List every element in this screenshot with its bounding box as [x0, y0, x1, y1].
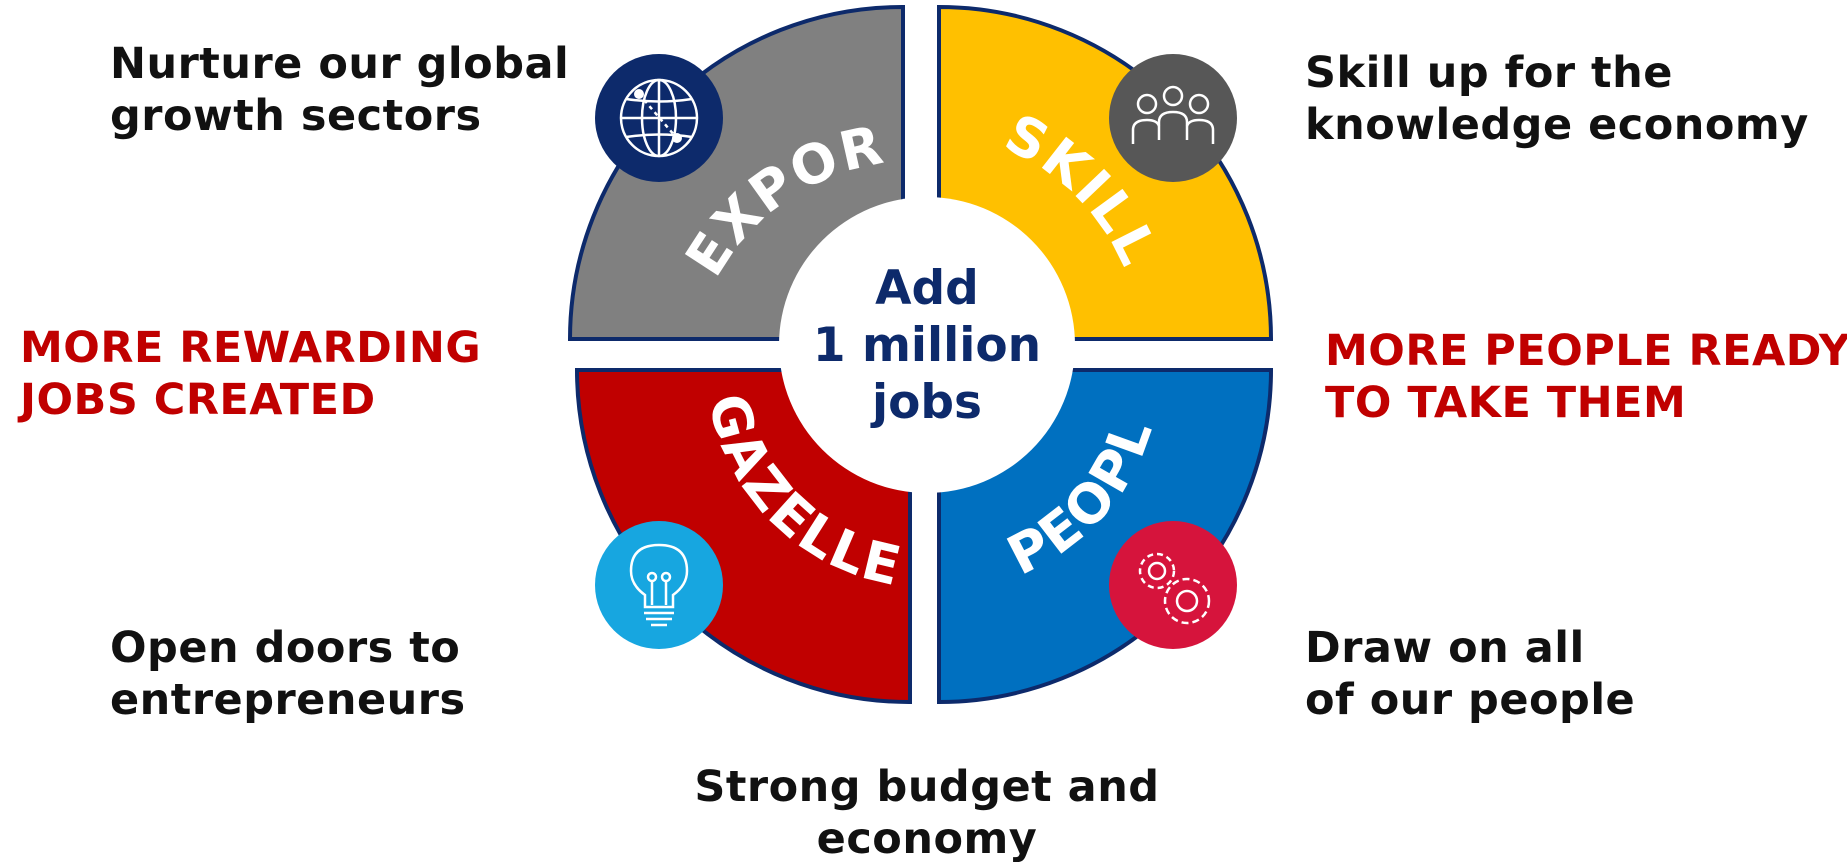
gazelles-caption-line-2: entrepreneurs [110, 675, 466, 725]
exports-caption: Nurture our global growth sectors [110, 38, 569, 142]
exports-caption-line-2: growth sectors [110, 91, 482, 141]
people-caption-line-1: Draw on all [1305, 623, 1585, 673]
people-group-icon [1109, 54, 1237, 182]
skills-caption: Skill up for the knowledge economy [1305, 47, 1809, 151]
footer-line-1: Strong budget and [694, 762, 1160, 812]
skills-caption-line-2: knowledge economy [1305, 100, 1809, 150]
people-caption-line-2: of our people [1305, 675, 1636, 725]
gazelles-caption: Open doors to entrepreneurs [110, 622, 466, 726]
lightbulb-icon [595, 521, 723, 649]
gears-icon [1109, 521, 1237, 649]
skills-caption-line-1: Skill up for the [1305, 48, 1673, 98]
footer-line-2: economy [816, 814, 1038, 864]
left-heading-line-2: JOBS CREATED [20, 375, 376, 425]
left-heading-line-1: MORE REWARDING [20, 323, 482, 373]
people-caption: Draw on all of our people [1305, 622, 1635, 726]
footer-caption: Strong budget and economy [627, 761, 1227, 865]
right-heading-line-2: TO TAKE THEM [1325, 378, 1687, 428]
center-circle [779, 197, 1075, 493]
right-heading: MORE PEOPLE READY TO TAKE THEM [1325, 325, 1847, 429]
globe-icon [595, 54, 723, 182]
left-heading: MORE REWARDING JOBS CREATED [20, 322, 481, 426]
exports-caption-line-1: Nurture our global [110, 39, 570, 89]
center-line-3: jobs [870, 375, 982, 430]
right-heading-line-1: MORE PEOPLE READY [1325, 326, 1847, 376]
center-line-2: 1 million [813, 318, 1041, 373]
gazelles-caption-line-1: Open doors to [110, 623, 461, 673]
center-line-1: Add [875, 261, 979, 316]
